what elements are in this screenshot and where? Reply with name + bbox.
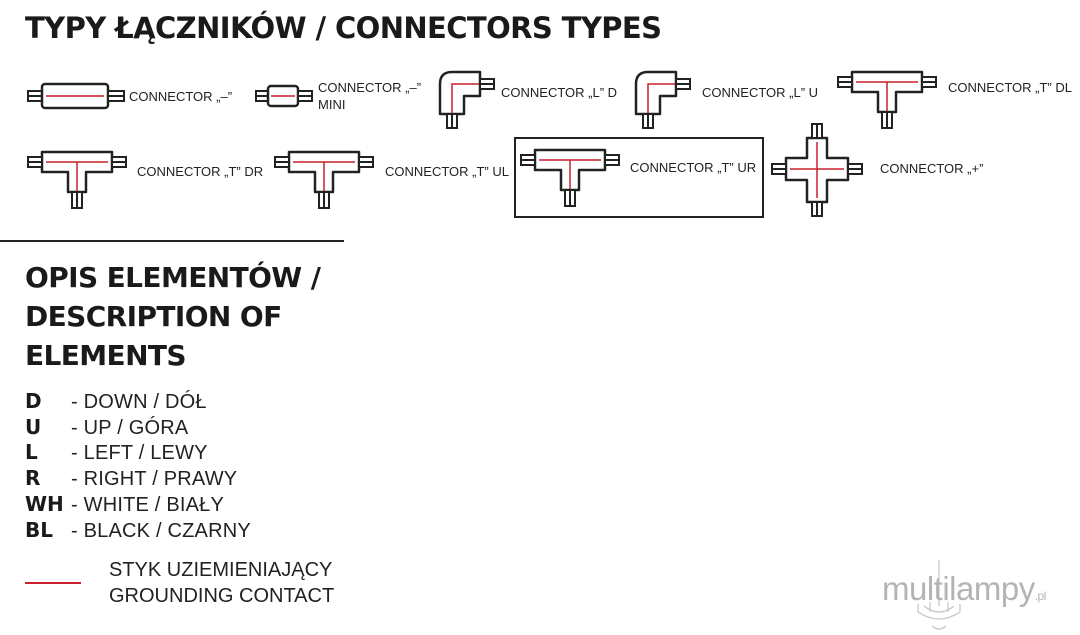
connector-straight-label: CONNECTOR „–”	[129, 89, 233, 104]
legend-item: R - RIGHT / PRAWY	[25, 466, 237, 491]
legend-text: - RIGHT / PRAWY	[71, 468, 238, 490]
description-heading-line3: ELEMENTS	[25, 339, 187, 372]
connector-t-ur-label: CONNECTOR „T” UR	[630, 160, 757, 175]
highlight-frame	[514, 137, 764, 218]
legend-text: - BLACK / CZARNY	[71, 520, 251, 542]
connector-l-down-icon	[438, 70, 495, 129]
connector-t-dr-label: CONNECTOR „T” DR	[137, 164, 264, 179]
legend-code: D	[25, 389, 42, 413]
legend-code: U	[25, 415, 42, 439]
legend-code: R	[25, 466, 41, 490]
connector-mini-label: CONNECTOR „–”	[318, 80, 422, 95]
description-heading-line1: OPIS ELEMENTÓW /	[25, 261, 321, 294]
legend-item: WH - WHITE / BIAŁY	[25, 492, 224, 517]
section-divider	[0, 240, 344, 242]
legend-text: - DOWN / DÓŁ	[71, 391, 207, 413]
description-heading-line2: DESCRIPTION OF	[25, 300, 282, 333]
brand-logo: multilampy.pl	[882, 570, 1046, 608]
page-title: TYPY ŁĄCZNIKÓW / CONNECTORS TYPES	[25, 11, 662, 45]
brand-logo-suffix: .pl	[1034, 589, 1047, 603]
chandelier-icon	[917, 560, 961, 630]
connector-t-ul-icon	[274, 150, 374, 209]
legend-item: D - DOWN / DÓŁ	[25, 389, 207, 414]
legend-item: BL - BLACK / CZARNY	[25, 518, 251, 543]
grounding-label-pl: STYK UZIEMIENIAJĄCY	[109, 559, 333, 581]
legend-text: - UP / GÓRA	[71, 417, 189, 439]
connector-t-ur-icon	[520, 148, 620, 207]
connector-plus-label: CONNECTOR „+”	[880, 161, 984, 176]
grounding-line-sample	[25, 582, 81, 584]
connector-l-up-label: CONNECTOR „L” U	[702, 85, 819, 100]
connector-t-dr-icon	[27, 150, 127, 209]
connector-mini-icon	[255, 84, 313, 108]
connector-l-up-icon	[634, 70, 691, 129]
connector-t-dl-label: CONNECTOR „T” DL	[948, 80, 1072, 95]
brand-logo-text: multilampy	[882, 570, 1035, 607]
legend-item: U - UP / GÓRA	[25, 415, 188, 440]
legend-text: - LEFT / LEWY	[71, 442, 208, 464]
legend-code: BL	[25, 518, 53, 542]
connector-t-dl-icon	[837, 70, 937, 129]
connector-mini-sublabel: MINI	[318, 97, 346, 112]
connector-straight-icon	[27, 82, 125, 110]
grounding-label-en: GROUNDING CONTACT	[109, 585, 335, 607]
legend-text: - WHITE / BIAŁY	[71, 494, 225, 516]
connector-t-ul-label: CONNECTOR „T” UL	[385, 164, 509, 179]
connector-plus-icon	[771, 123, 863, 217]
connector-l-down-label: CONNECTOR „L” D	[501, 85, 618, 100]
legend-code: L	[25, 440, 38, 464]
description-heading: OPIS ELEMENTÓW / DESCRIPTION OF ELEMENTS	[25, 258, 321, 375]
legend-item: L - LEFT / LEWY	[25, 440, 208, 465]
legend-code: WH	[25, 492, 64, 516]
